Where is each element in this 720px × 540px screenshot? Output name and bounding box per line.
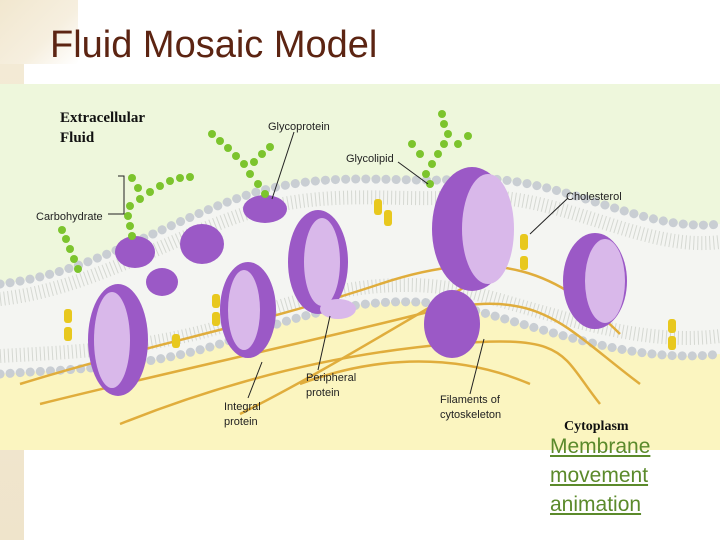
phospholipid-heads-upper — [0, 173, 720, 289]
label-extracellular-fluid-line1: Extracellular — [60, 110, 145, 126]
label-glycolipid: Glycolipid — [346, 153, 394, 165]
integral-protein-center-left — [220, 262, 276, 358]
label-integral-protein-line1: Integral — [224, 401, 261, 413]
corner-decoration — [0, 0, 78, 64]
label-cytoplasm: Cytoplasm — [564, 419, 629, 434]
label-filaments-line1: Filaments of — [440, 394, 501, 406]
label-extracellular-fluid-line2: Fluid — [60, 130, 95, 146]
peripheral-protein-small — [146, 268, 178, 296]
phospholipid-heads-lower — [0, 297, 720, 379]
cholesterol-molecules — [64, 199, 676, 350]
lipid-bilayer — [0, 178, 720, 374]
peripheral-protein-bottom — [320, 299, 356, 319]
label-carbohydrate: Carbohydrate — [36, 211, 103, 223]
slide-title: Fluid Mosaic Model — [50, 24, 378, 66]
peripheral-protein-mid — [180, 224, 224, 264]
label-integral-protein-line2: protein — [224, 416, 258, 428]
label-glycoprotein: Glycoprotein — [268, 121, 330, 133]
membrane-animation-link[interactable]: Membrane movement animation — [550, 435, 651, 516]
callout-lines — [108, 131, 569, 399]
integral-protein-right-large — [432, 167, 514, 291]
label-filaments-line2: cytoskeleton — [440, 409, 501, 421]
carbohydrate-chains — [58, 110, 472, 273]
label-peripheral-protein-line2: protein — [306, 387, 340, 399]
peripheral-protein-top — [243, 195, 287, 223]
label-peripheral-protein-line1: Peripheral — [306, 372, 356, 384]
fluid-mosaic-diagram: Extracellular Fluid Glycoprotein Glycoli… — [0, 84, 720, 450]
integral-protein-center — [288, 210, 348, 314]
peripheral-protein-left — [115, 236, 155, 268]
integral-protein-right-lower — [424, 290, 480, 358]
label-cholesterol: Cholesterol — [566, 191, 622, 203]
integral-protein-far-right — [563, 233, 627, 329]
integral-protein-left — [88, 284, 148, 396]
